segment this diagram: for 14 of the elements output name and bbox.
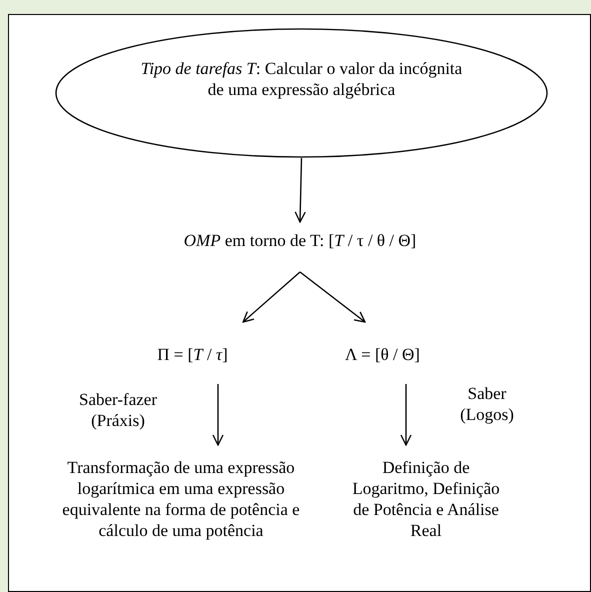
node-text: Definição de Logaritmo, Definição de Potência e Análise Real bbox=[351, 457, 501, 541]
arrow bbox=[294, 158, 306, 223]
edge-label: Saber-fazer (Práxis) bbox=[78, 389, 158, 431]
arrow bbox=[400, 384, 412, 446]
node-text: Π = [T / τ] bbox=[157, 344, 228, 365]
arrow bbox=[212, 384, 224, 446]
task-type-ellipse bbox=[55, 28, 548, 158]
node-text: Λ = [θ / Θ] bbox=[345, 344, 420, 365]
node-text: OMP em torno de T: [T / τ / θ / Θ] bbox=[184, 230, 416, 251]
node-text: Transformação de uma expressão logarítmica em uma expressão equivalente na forma de potência e cálculo de uma potência bbox=[61, 457, 301, 541]
arrow bbox=[300, 271, 366, 323]
edge-label: Saber (Logos) bbox=[459, 383, 515, 425]
ellipse-text: Tipo de tarefas T: Calcular o valor da incógnita de uma expressão algébrica bbox=[140, 58, 464, 100]
arrow bbox=[242, 272, 300, 323]
